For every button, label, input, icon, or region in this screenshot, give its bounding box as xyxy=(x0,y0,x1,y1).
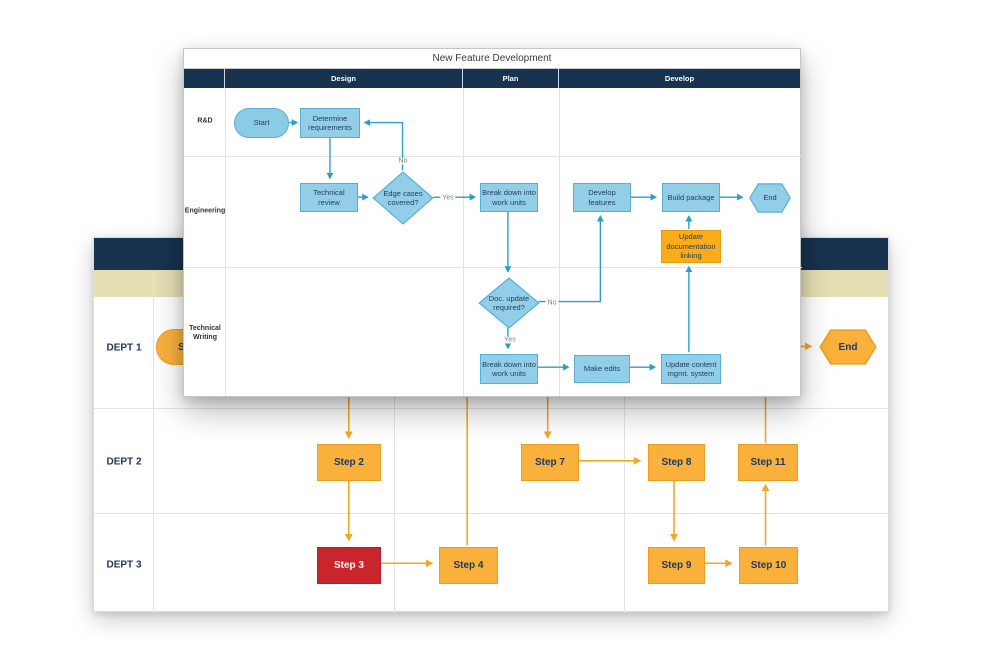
node-label: Step 10 xyxy=(750,560,787,571)
node-label: Update content mgmt. system xyxy=(665,359,717,378)
node-label: Determine requirements xyxy=(308,113,352,132)
node-label: Start xyxy=(253,118,270,128)
node-label: Step 8 xyxy=(661,457,692,468)
node-bg-end[interactable]: End xyxy=(819,329,877,365)
node-update-content-mgmt-system[interactable]: Update content mgmt. system xyxy=(661,354,721,384)
node-label: Step 9 xyxy=(661,560,692,571)
node-label: End xyxy=(763,193,777,203)
node-step-2[interactable]: Step 2 xyxy=(317,444,381,481)
node-label: Step 4 xyxy=(453,560,484,571)
node-technical-review[interactable]: Technical review xyxy=(300,183,358,212)
node-step-10[interactable]: Step 10 xyxy=(739,547,798,584)
bg-grid-hline xyxy=(94,513,890,514)
node-step-3[interactable]: Step 3 xyxy=(317,547,381,584)
node-break-down-work-units-tw[interactable]: Break down into work units xyxy=(480,354,538,384)
node-doc-update-decision[interactable]: Doc. update required? xyxy=(478,277,540,329)
feature-development-chart: New Feature Development Design Plan Deve… xyxy=(183,48,802,397)
fg-grid-hline xyxy=(184,267,802,268)
node-develop-features[interactable]: Develop features xyxy=(573,183,631,212)
phase-header-spacer xyxy=(184,69,225,88)
node-label: Break down into work units xyxy=(482,188,536,207)
node-start[interactable]: Start xyxy=(234,108,289,138)
node-build-package[interactable]: Build package xyxy=(662,183,720,212)
node-update-documentation-linking[interactable]: Update documentation linking xyxy=(661,230,721,263)
node-label: Develop features xyxy=(588,188,616,207)
phase-header-develop: Develop xyxy=(559,69,800,88)
lane-label-technical-writing: Technical Writing xyxy=(189,324,221,341)
phase-header-plan: Plan xyxy=(463,69,559,88)
edge-label-yes: Yes xyxy=(502,336,518,344)
node-label: Break down into work units xyxy=(482,359,536,378)
fg-connectors-layer xyxy=(289,119,744,371)
lane-label-rnd: R&D xyxy=(197,117,213,125)
node-label: Step 11 xyxy=(750,457,786,468)
fg-grid-vline xyxy=(559,88,560,396)
node-label: Step 3 xyxy=(333,560,364,571)
lane-label-engineering: Engineering xyxy=(184,207,226,215)
edge-label-no: No xyxy=(396,157,410,165)
node-label: Build package xyxy=(667,192,715,202)
node-label: Technical review xyxy=(313,188,345,207)
node-edge-cases-decision[interactable]: Edge cases covered? xyxy=(372,171,434,225)
lane-label-dept1: DEPT 1 xyxy=(106,342,142,354)
chart-title-text: New Feature Development xyxy=(432,53,552,64)
fg-chart-title: New Feature Development xyxy=(184,49,800,69)
node-label: Doc. update required? xyxy=(488,293,530,312)
node-step-4[interactable]: Step 4 xyxy=(439,547,498,584)
node-label: Step 7 xyxy=(534,457,565,468)
fg-grid-vline xyxy=(463,88,464,396)
fg-grid-vline xyxy=(225,88,226,396)
bg-grid-hline xyxy=(94,408,890,409)
edge-label-yes: Yes xyxy=(440,194,456,202)
node-break-down-work-units-eng[interactable]: Break down into work units xyxy=(480,183,538,212)
node-label: End xyxy=(838,341,858,353)
phase-header-design: Design xyxy=(225,69,463,88)
lane-label-dept3: DEPT 3 xyxy=(106,559,142,571)
node-step-11[interactable]: Step 11 xyxy=(738,444,798,481)
node-label: Step 2 xyxy=(333,457,364,468)
lane-label-dept2: DEPT 2 xyxy=(106,456,142,468)
node-end[interactable]: End xyxy=(749,183,791,213)
node-determine-requirements[interactable]: Determine requirements xyxy=(300,108,360,138)
node-step-8[interactable]: Step 8 xyxy=(648,444,705,481)
node-step-7[interactable]: Step 7 xyxy=(521,444,579,481)
bg-grid-vline xyxy=(624,297,625,613)
node-step-9[interactable]: Step 9 xyxy=(648,547,705,584)
node-label: Make edits xyxy=(583,364,621,374)
edge-label-no: No xyxy=(545,299,559,307)
bg-grid-vline xyxy=(153,270,154,613)
fg-grid-hline xyxy=(184,156,802,157)
node-label: Update documentation linking xyxy=(666,232,716,261)
node-make-edits[interactable]: Make edits xyxy=(574,355,630,383)
node-label: Edge cases covered? xyxy=(383,188,423,207)
bg-grid-vline xyxy=(394,297,395,613)
